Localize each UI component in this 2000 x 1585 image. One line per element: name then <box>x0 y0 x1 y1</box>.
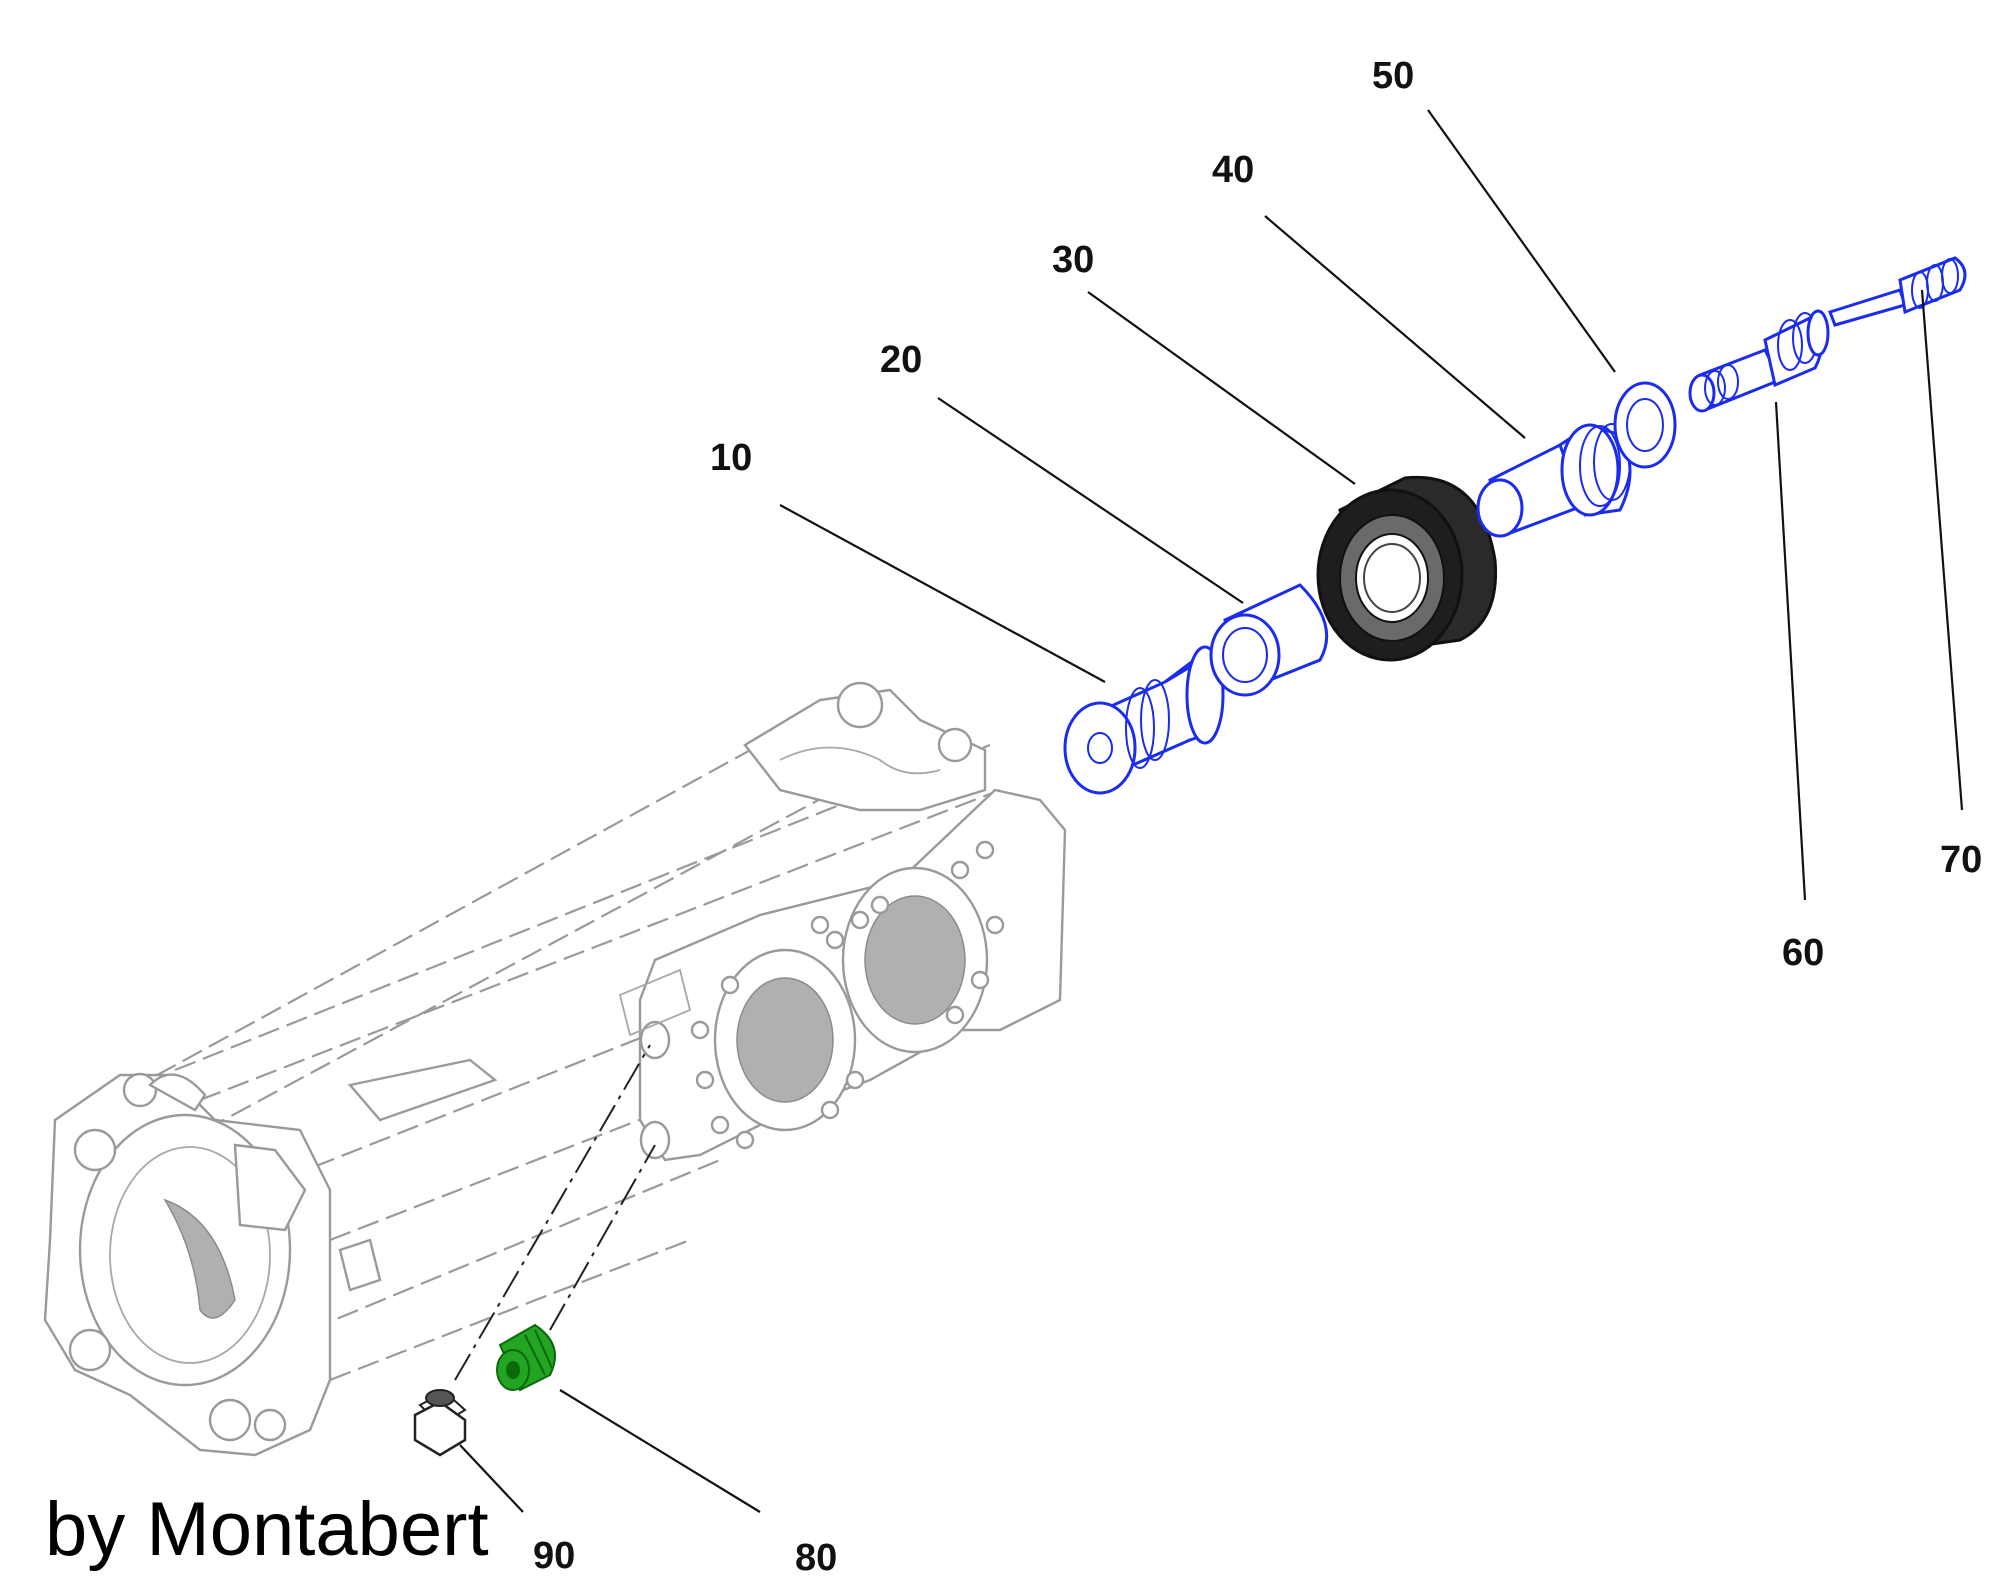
install-axis-90 <box>454 1044 651 1381</box>
callout-30: 30 <box>1052 239 1094 281</box>
part-80-fitting[interactable] <box>496 1323 556 1392</box>
callout-labels: 10 20 30 40 50 60 70 80 90 <box>533 55 1982 1579</box>
leader-10 <box>779 504 1106 683</box>
leader-30 <box>1087 291 1356 485</box>
callout-50: 50 <box>1372 55 1414 97</box>
install-axis-80 <box>549 1144 656 1331</box>
gearbox-housing <box>43 681 1067 1457</box>
part-30-bearing[interactable] <box>1316 475 1498 662</box>
callout-60: 60 <box>1782 932 1824 974</box>
leader-90 <box>459 1444 524 1513</box>
part-60-stud[interactable] <box>1688 309 1830 413</box>
part-20-sleeve[interactable] <box>1209 583 1329 697</box>
part-70-pin[interactable] <box>1828 256 1967 327</box>
leader-lines <box>459 109 1964 1513</box>
callout-80: 80 <box>795 1537 837 1579</box>
part-40-pinion-shaft[interactable] <box>1476 423 1632 538</box>
callout-10: 10 <box>710 437 752 479</box>
callout-70: 70 <box>1940 839 1982 881</box>
part-50-washer[interactable] <box>1613 381 1677 469</box>
credit-text: by Montabert <box>45 1487 489 1572</box>
callout-90: 90 <box>533 1535 575 1577</box>
callout-40: 40 <box>1212 149 1254 191</box>
leader-40 <box>1264 215 1526 439</box>
leader-70 <box>1920 289 1964 811</box>
leader-50 <box>1427 109 1616 373</box>
part-90-plug[interactable] <box>413 1389 467 1457</box>
part-10-input-shaft[interactable] <box>1063 645 1225 795</box>
callout-20: 20 <box>880 339 922 381</box>
leader-80 <box>559 1389 761 1513</box>
leader-20 <box>937 397 1244 604</box>
leader-60 <box>1774 401 1807 901</box>
